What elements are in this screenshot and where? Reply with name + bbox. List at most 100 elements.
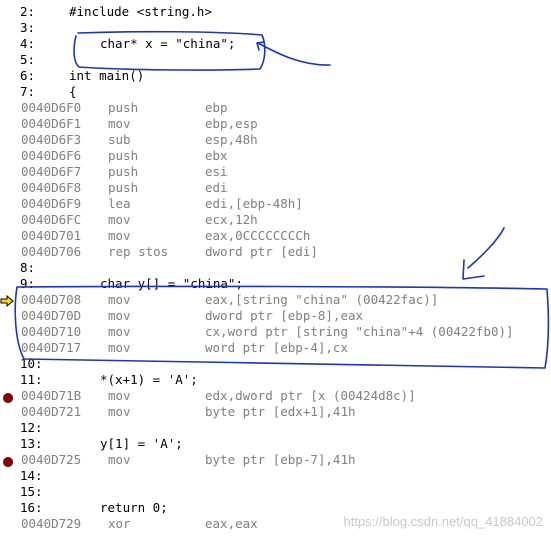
asm-address: 0040D717	[21, 340, 82, 355]
asm-operands: edx,dword ptr [x (00424d8c)]	[205, 388, 416, 403]
asm-address: 0040D71B	[21, 388, 82, 403]
line-number: 2:	[20, 4, 36, 19]
source-code: int main()	[69, 68, 145, 83]
source-line[interactable]: 14:	[0, 468, 551, 484]
line-number: 11:	[20, 372, 43, 387]
asm-address: 0040D701	[21, 228, 82, 243]
asm-operands: dword ptr [edi]	[205, 244, 318, 259]
source-line[interactable]: 13:y[1] = 'A';	[0, 436, 551, 452]
asm-mnemonic: mov	[108, 308, 131, 323]
asm-mnemonic: lea	[108, 196, 131, 211]
asm-mnemonic: push	[108, 164, 139, 179]
asm-operands: byte ptr [edx+1],41h	[205, 404, 356, 419]
current-instruction-arrow-icon[interactable]	[0, 294, 14, 307]
asm-address: 0040D721	[21, 404, 82, 419]
asm-address: 0040D725	[21, 452, 82, 467]
asm-address: 0040D70D	[21, 308, 82, 323]
asm-mnemonic: push	[108, 100, 139, 115]
asm-line[interactable]: 0040D717 mov word ptr [ebp-4],cx	[0, 340, 551, 356]
line-number: 14:	[20, 468, 43, 483]
asm-address: 0040D710	[21, 324, 82, 339]
asm-operands: ecx,12h	[205, 212, 258, 227]
source-code: #include <string.h>	[69, 4, 212, 19]
asm-operands: edi	[205, 180, 228, 195]
asm-mnemonic: mov	[108, 340, 131, 355]
asm-address: 0040D6F8	[21, 180, 82, 195]
asm-mnemonic: push	[108, 180, 139, 195]
source-line[interactable]: 15:	[0, 484, 551, 500]
source-code: y[1] = 'A';	[100, 436, 183, 451]
source-line[interactable]: 5:	[0, 52, 551, 68]
asm-mnemonic: mov	[108, 228, 131, 243]
asm-mnemonic: sub	[108, 132, 131, 147]
asm-line[interactable]: 0040D701 mov eax,0CCCCCCCCh	[0, 228, 551, 244]
source-line[interactable]: 2: #include <string.h>	[0, 4, 551, 20]
source-line[interactable]: 8:	[0, 260, 551, 276]
breakpoint-icon[interactable]	[0, 454, 14, 467]
source-line[interactable]: 9: char y[] = "china";	[0, 276, 551, 292]
line-number: 8:	[20, 260, 36, 275]
asm-address: 0040D6F6	[21, 148, 82, 163]
asm-line[interactable]: 0040D70D mov dword ptr [ebp-8],eax	[0, 308, 551, 324]
source-code: char y[] = "china";	[100, 276, 243, 291]
line-number: 4:	[20, 36, 36, 51]
source-line[interactable]: 10:	[0, 356, 551, 372]
asm-address: 0040D6F0	[21, 100, 82, 115]
asm-line[interactable]: 0040D6FC mov ecx,12h	[0, 212, 551, 228]
line-number: 6:	[20, 68, 36, 83]
asm-line[interactable]: 0040D6F1 mov ebp,esp	[0, 116, 551, 132]
asm-operands: ebp,esp	[205, 116, 258, 131]
source-line[interactable]: 3:	[0, 20, 551, 36]
line-number: 5:	[20, 52, 36, 67]
asm-operands: ebp	[205, 100, 228, 115]
asm-operands: esp,48h	[205, 132, 258, 147]
asm-operands: word ptr [ebp-4],cx	[205, 340, 348, 355]
source-code: *(x+1) = 'A';	[100, 372, 198, 387]
asm-line[interactable]: 0040D725 mov byte ptr [ebp-7],41h	[0, 452, 551, 468]
source-line[interactable]: 7:{	[0, 84, 551, 100]
asm-address: 0040D729	[21, 516, 82, 531]
asm-address: 0040D706	[21, 244, 82, 259]
asm-operands: edi,[ebp-48h]	[205, 196, 303, 211]
asm-mnemonic: xor	[108, 516, 131, 531]
asm-mnemonic: rep stos	[108, 244, 169, 259]
asm-operands: eax,0CCCCCCCCh	[205, 228, 311, 243]
asm-line[interactable]: 0040D6F0 push ebp	[0, 100, 551, 116]
asm-address: 0040D6F1	[21, 116, 82, 131]
line-number: 7:	[20, 84, 36, 99]
asm-operands: dword ptr [ebp-8],eax	[205, 308, 364, 323]
source-line[interactable]: 16:return 0;	[0, 500, 551, 516]
asm-line[interactable]: 0040D6F8 push edi	[0, 180, 551, 196]
source-line[interactable]: 6: int main()	[0, 68, 551, 84]
asm-mnemonic: mov	[108, 452, 131, 467]
line-number: 10:	[20, 356, 43, 371]
source-line[interactable]: 12:	[0, 420, 551, 436]
asm-line[interactable]: 0040D6F3 sub esp,48h	[0, 132, 551, 148]
asm-mnemonic: push	[108, 148, 139, 163]
line-number: 12:	[20, 420, 43, 435]
watermark: https://blog.csdn.net/qq_41884002	[343, 514, 544, 529]
breakpoint-icon[interactable]	[0, 390, 14, 403]
line-number: 15:	[20, 484, 43, 499]
asm-mnemonic: mov	[108, 212, 131, 227]
source-line[interactable]: 11: *(x+1) = 'A';	[0, 372, 551, 388]
line-number: 16:	[20, 500, 43, 515]
asm-address: 0040D6FC	[21, 212, 82, 227]
asm-mnemonic: mov	[108, 292, 131, 307]
line-number: 9:	[20, 276, 36, 291]
asm-operands: byte ptr [ebp-7],41h	[205, 452, 356, 467]
asm-line[interactable]: 0040D706 rep stos dword ptr [edi]	[0, 244, 551, 260]
source-line[interactable]: 4:char* x = "china";	[0, 36, 551, 52]
asm-mnemonic: mov	[108, 116, 131, 131]
asm-address: 0040D6F3	[21, 132, 82, 147]
asm-mnemonic: mov	[108, 324, 131, 339]
